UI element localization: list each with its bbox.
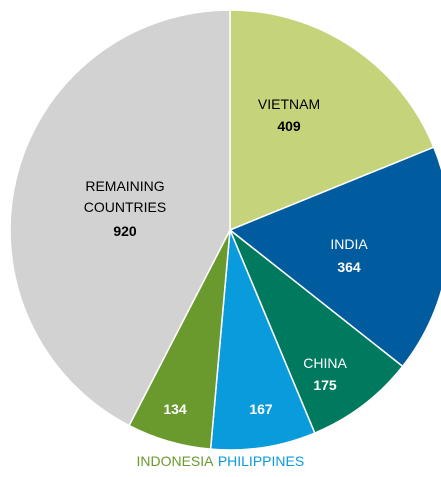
slice-value-philippines: 167: [249, 401, 273, 417]
slice-value-indonesia: 134: [163, 401, 187, 417]
slice-label-indonesia: INDONESIA: [136, 453, 214, 469]
slice-value-india: 364: [337, 259, 361, 275]
slice-label-philippines: PHILIPPINES: [218, 453, 304, 469]
pie-slice-remaining-countries: [9, 9, 231, 427]
pie-slice-vietnam: [229, 9, 435, 232]
pie-slice-philippines: [209, 229, 316, 451]
slice-label-china: CHINA: [303, 355, 347, 371]
slice-value-remaining-countries: 920: [113, 223, 137, 239]
pie-slice-india: [228, 146, 441, 368]
pie-slice-china: [228, 227, 404, 435]
slice-label-india: INDIA: [330, 236, 368, 252]
slice-value-china: 175: [313, 377, 337, 393]
slice-label-vietnam: VIETNAM: [258, 96, 320, 112]
slice-value-vietnam: 409: [277, 118, 301, 134]
slice-label-remaining-countries-line-1: REMAINING: [85, 178, 164, 194]
slice-label-remaining-countries-line-2: COUNTRIES: [84, 199, 166, 215]
